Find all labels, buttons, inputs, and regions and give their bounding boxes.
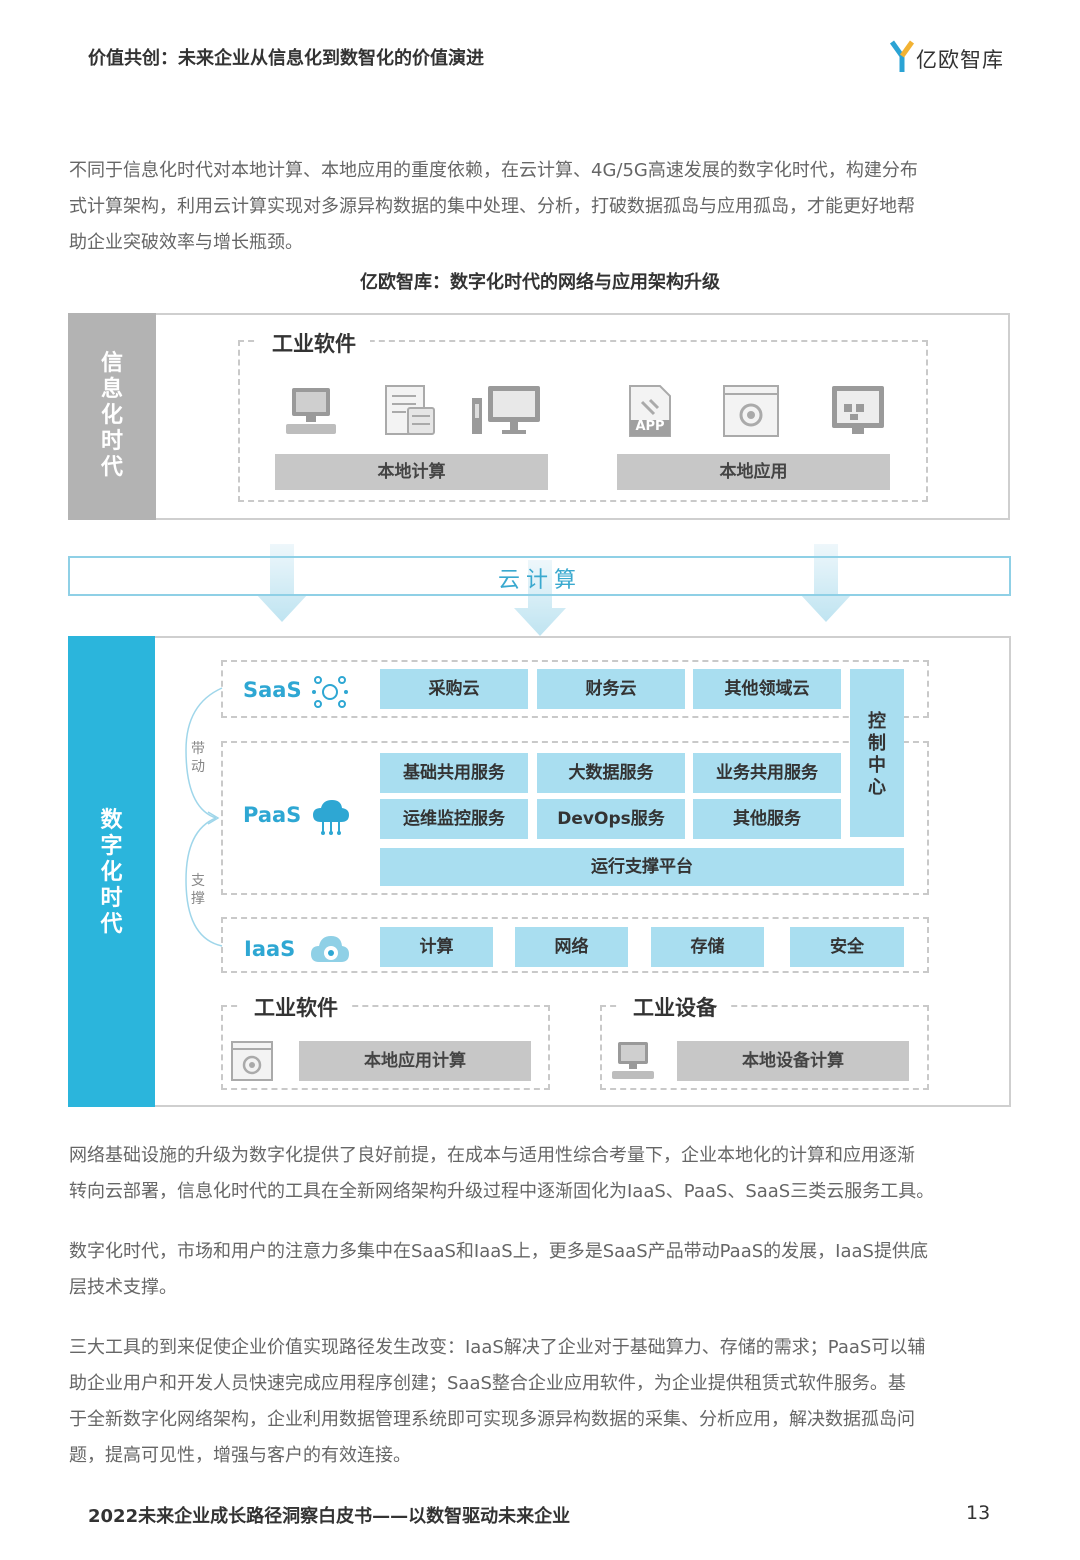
iaas-item: 安全 <box>790 927 904 967</box>
iaas-item: 计算 <box>380 927 493 967</box>
paas-item: 大数据服务 <box>537 753 685 793</box>
cloud-computing-label: 云计算 <box>497 568 582 593</box>
page-header-title: 价值共创：未来企业从信息化到数智化的价值演进 <box>88 48 484 69</box>
runtime-support-platform: 运行支撑平台 <box>380 848 904 886</box>
iaas-item: 存储 <box>651 927 764 967</box>
desktop-computer-icon <box>612 1042 654 1079</box>
saas-item: 其他领域云 <box>693 669 841 709</box>
footer-title: 2022未来企业成长路径洞察白皮书——以数智驱动未来企业 <box>88 1506 571 1527</box>
network-nodes-icon <box>312 676 348 708</box>
intro-line: 式计算架构，利用云计算实现对多源异构数据的集中处理、分析，打破数据孤岛与应用孤岛… <box>69 196 915 217</box>
intro-paragraph: 不同于信息化时代对本地计算、本地应用的重度依赖，在云计算、4G/5G高速发展的数… <box>69 153 1014 261</box>
local-device-compute-bar: 本地设备计算 <box>677 1041 909 1081</box>
iaas-label: IaaS <box>244 937 296 961</box>
info-era-side-label: 信 息 化 时 代 <box>68 313 156 520</box>
industrial-equipment-label: 工业设备 <box>619 992 731 1022</box>
industrial-software-group <box>238 340 928 502</box>
down-arrow-icon <box>256 544 308 622</box>
layer-connector-lines <box>185 687 223 947</box>
cloud-gear-icon <box>311 936 349 962</box>
cloud-computing-bar <box>68 556 1011 596</box>
local-application-bar: 本地应用 <box>617 454 890 490</box>
saas-item: 财务云 <box>537 669 685 709</box>
drive-label: 带 动 <box>191 741 205 775</box>
body-paragraph: 数字化时代，市场和用户的注意力多集中在SaaS和IaaS上，更多是SaaS产品带… <box>69 1241 928 1298</box>
paas-item: 其他服务 <box>693 799 841 839</box>
logo-text: 亿欧智库 <box>916 48 1004 72</box>
industrial-software-box <box>221 1005 550 1090</box>
saas-item: 采购云 <box>380 669 528 709</box>
paas-item: 运维监控服务 <box>380 799 528 839</box>
saas-layer <box>221 660 929 718</box>
local-app-compute-bar: 本地应用计算 <box>299 1041 531 1081</box>
paas-layer <box>221 741 929 895</box>
monitor-tower-icon <box>472 386 540 434</box>
paas-item: DevOps服务 <box>537 799 685 839</box>
industrial-software-label: 工业软件 <box>240 992 352 1022</box>
support-label: 支 撑 <box>191 873 205 907</box>
document-form-icon <box>385 385 435 435</box>
digital-era-side-label: 数 字 化 时 代 <box>68 636 155 1107</box>
local-compute-bar: 本地计算 <box>275 454 548 490</box>
app-icon-label: APP <box>635 419 665 434</box>
cloud-network-icon <box>313 800 349 835</box>
down-arrow-icon <box>514 560 566 636</box>
paas-item: 基础共用服务 <box>380 753 528 793</box>
logo-icon <box>889 40 915 72</box>
paas-item: 业务共用服务 <box>693 753 841 793</box>
down-arrow-icon <box>800 544 852 622</box>
page-number: 13 <box>966 1502 991 1524</box>
intro-line: 不同于信息化时代对本地计算、本地应用的重度依赖，在云计算、4G/5G高速发展的数… <box>69 160 918 181</box>
app-file-icon <box>629 385 671 437</box>
industrial-software-label: 工业软件 <box>258 328 370 358</box>
body-paragraph: 三大工具的到来促使企业价值实现路径发生改变：IaaS解决了企业对于基础算力、存储… <box>69 1337 926 1466</box>
control-center-box: 控 制 中 心 <box>850 669 904 837</box>
saas-label: SaaS <box>243 678 302 702</box>
settings-window-icon <box>231 1041 273 1081</box>
figure-title: 亿欧智库：数字化时代的网络与应用架构升级 <box>360 272 720 293</box>
iaas-item: 网络 <box>515 927 628 967</box>
body-paragraph: 网络基础设施的升级为数字化提供了良好前提，在成本与适用性综合考量下，企业本地化的… <box>69 1145 935 1202</box>
iaas-layer <box>221 917 929 973</box>
paas-label: PaaS <box>243 803 302 827</box>
desktop-computer-icon <box>286 388 336 434</box>
dashboard-monitor-icon <box>832 386 884 434</box>
intro-line: 助企业突破效率与增长瓶颈。 <box>69 232 303 253</box>
industrial-equipment-box <box>600 1005 929 1090</box>
settings-window-icon <box>723 385 779 437</box>
